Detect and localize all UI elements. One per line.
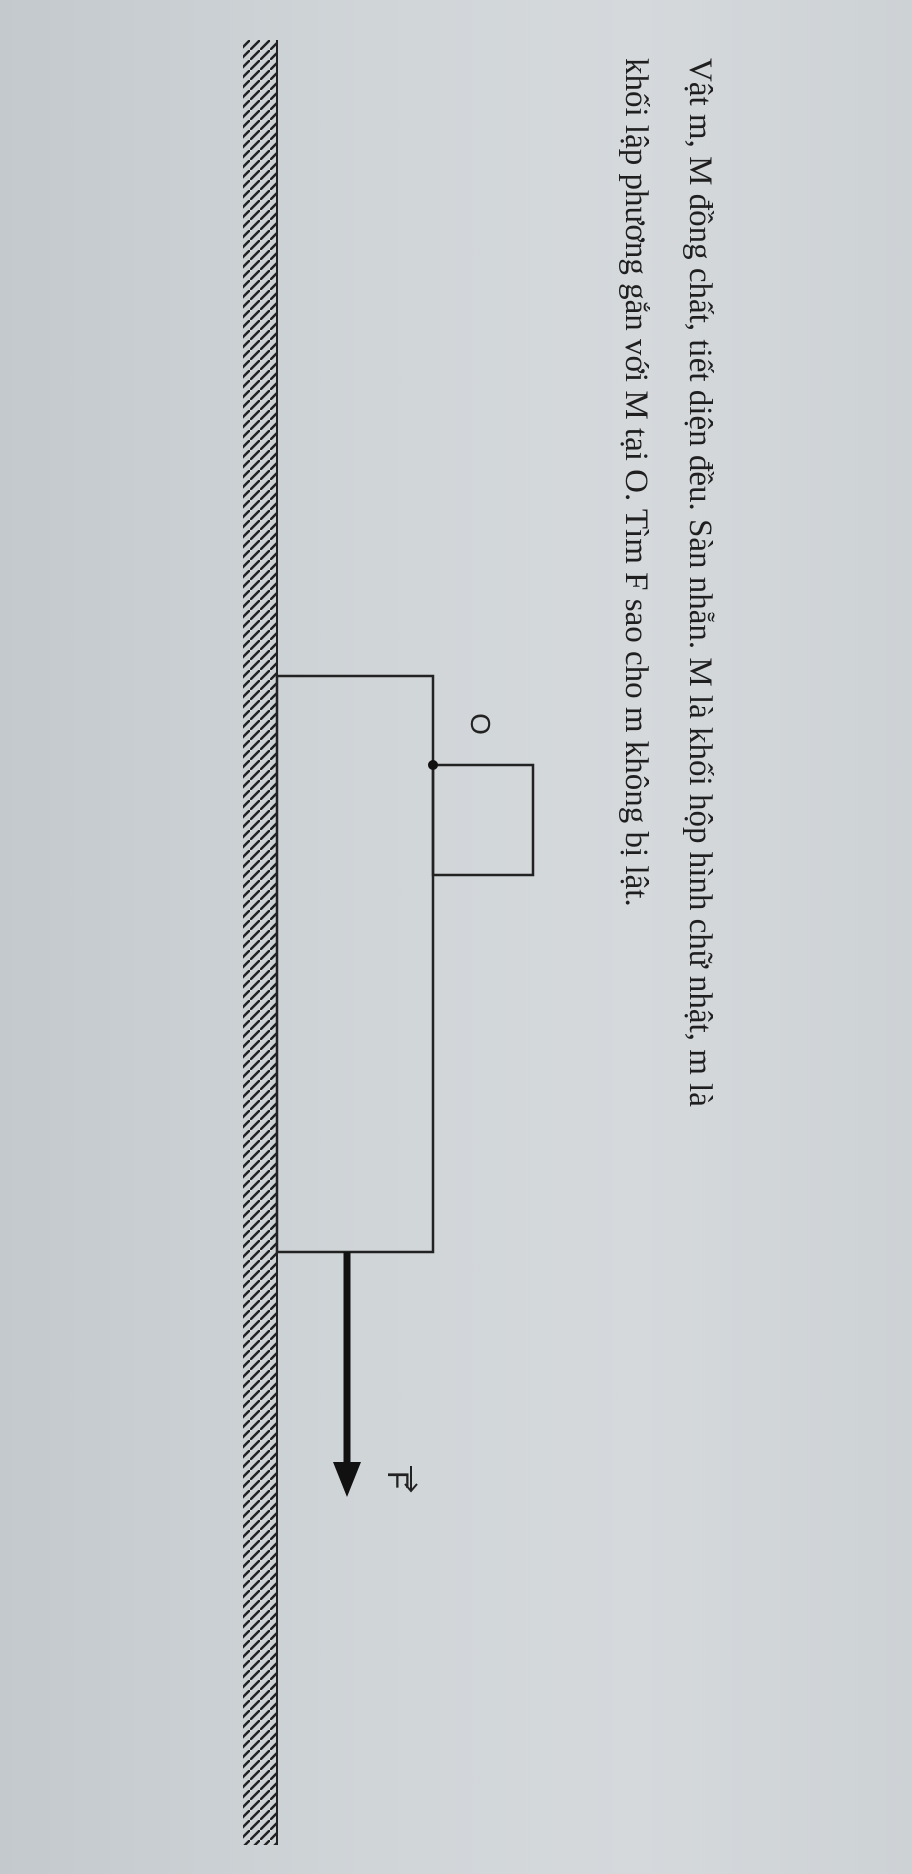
force-arrow-head [333, 1462, 361, 1497]
pivot-label: O [465, 713, 496, 735]
floor-hatching [243, 40, 277, 1845]
pivot-point-O [428, 760, 438, 770]
block-M [275, 674, 435, 1254]
vector-arrow-icon [404, 1466, 418, 1493]
force-label: F [381, 1471, 414, 1489]
cube-m [431, 763, 535, 877]
